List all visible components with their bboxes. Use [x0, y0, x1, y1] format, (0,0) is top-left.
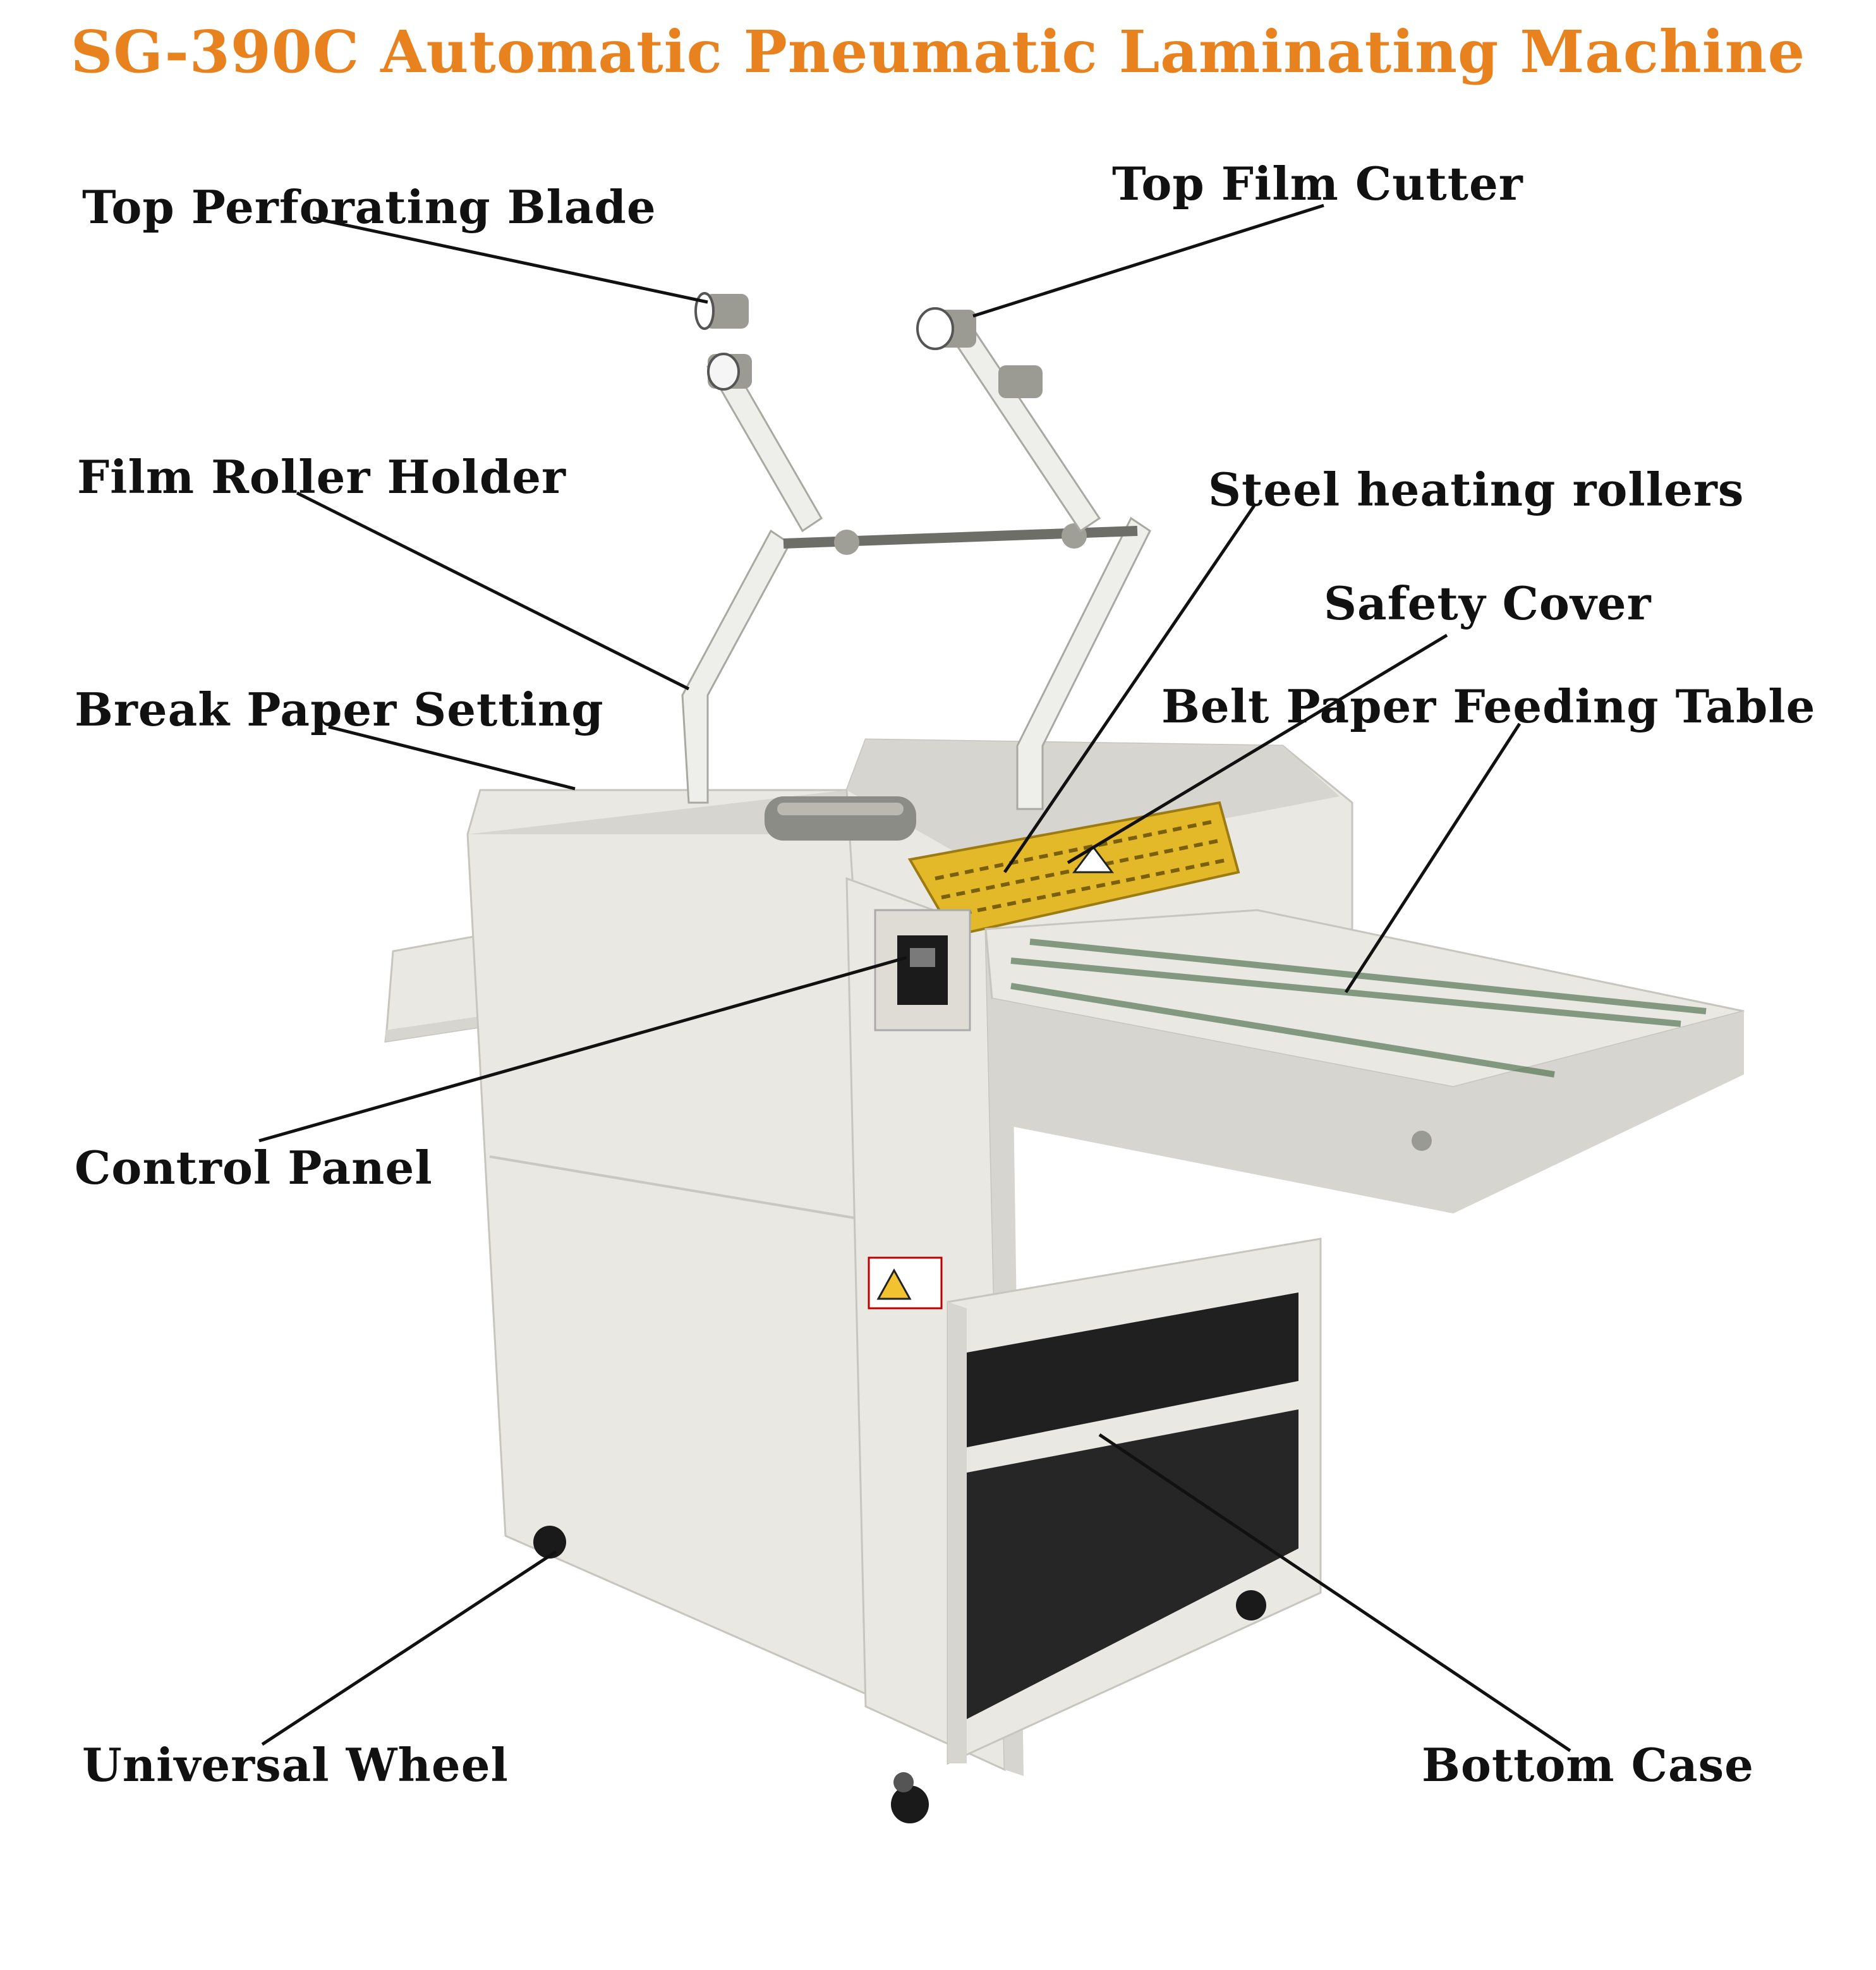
diagram-title: SG-390C Automatic Pneumatic Laminating M… [70, 18, 1806, 86]
leader-lines [258, 204, 1571, 1753]
bottom-case-shelf [947, 1237, 1322, 1765]
leader-steel-heating-rollers [1003, 504, 1256, 873]
leader-universal-wheel [261, 1550, 557, 1746]
leader-top-perforating-blade [312, 216, 708, 304]
label-control-panel: Control Panel [75, 1141, 433, 1195]
steel-heating-rollers [765, 796, 916, 841]
leader-bottom-case [1098, 1433, 1571, 1753]
label-safety-cover: Safety Cover [1324, 576, 1652, 630]
label-break-paper-setting: Break Paper Setting [75, 683, 604, 736]
top-rollers [694, 292, 1043, 398]
film-roller-holder-arms [681, 327, 1151, 810]
label-film-roller-holder: Film Roller Holder [77, 450, 566, 504]
label-belt-paper-feeding-table: Belt Paper Feeding Table [1161, 679, 1816, 733]
leader-film-roller-holder [296, 491, 690, 691]
leader-control-panel [258, 956, 907, 1143]
label-universal-wheel: Universal Wheel [82, 1738, 509, 1792]
universal-wheels [533, 1526, 1266, 1823]
output-tray [384, 934, 481, 1043]
leader-top-film-cutter [972, 204, 1324, 318]
label-bottom-case: Bottom Case [1422, 1738, 1754, 1792]
belt-feeding-table [984, 909, 1745, 1213]
control-panel-module [874, 909, 971, 1031]
label-top-perforating-blade: Top Perforating Blade [82, 180, 657, 234]
label-steel-heating-rollers: Steel heating rollers [1208, 463, 1745, 516]
label-top-film-cutter: Top Film Cutter [1112, 157, 1523, 210]
leader-safety-cover [1067, 633, 1448, 865]
warning-sticker [868, 1256, 943, 1310]
leader-belt-paper-feeding-table [1344, 722, 1522, 994]
leader-break-paper-setting [328, 725, 576, 791]
